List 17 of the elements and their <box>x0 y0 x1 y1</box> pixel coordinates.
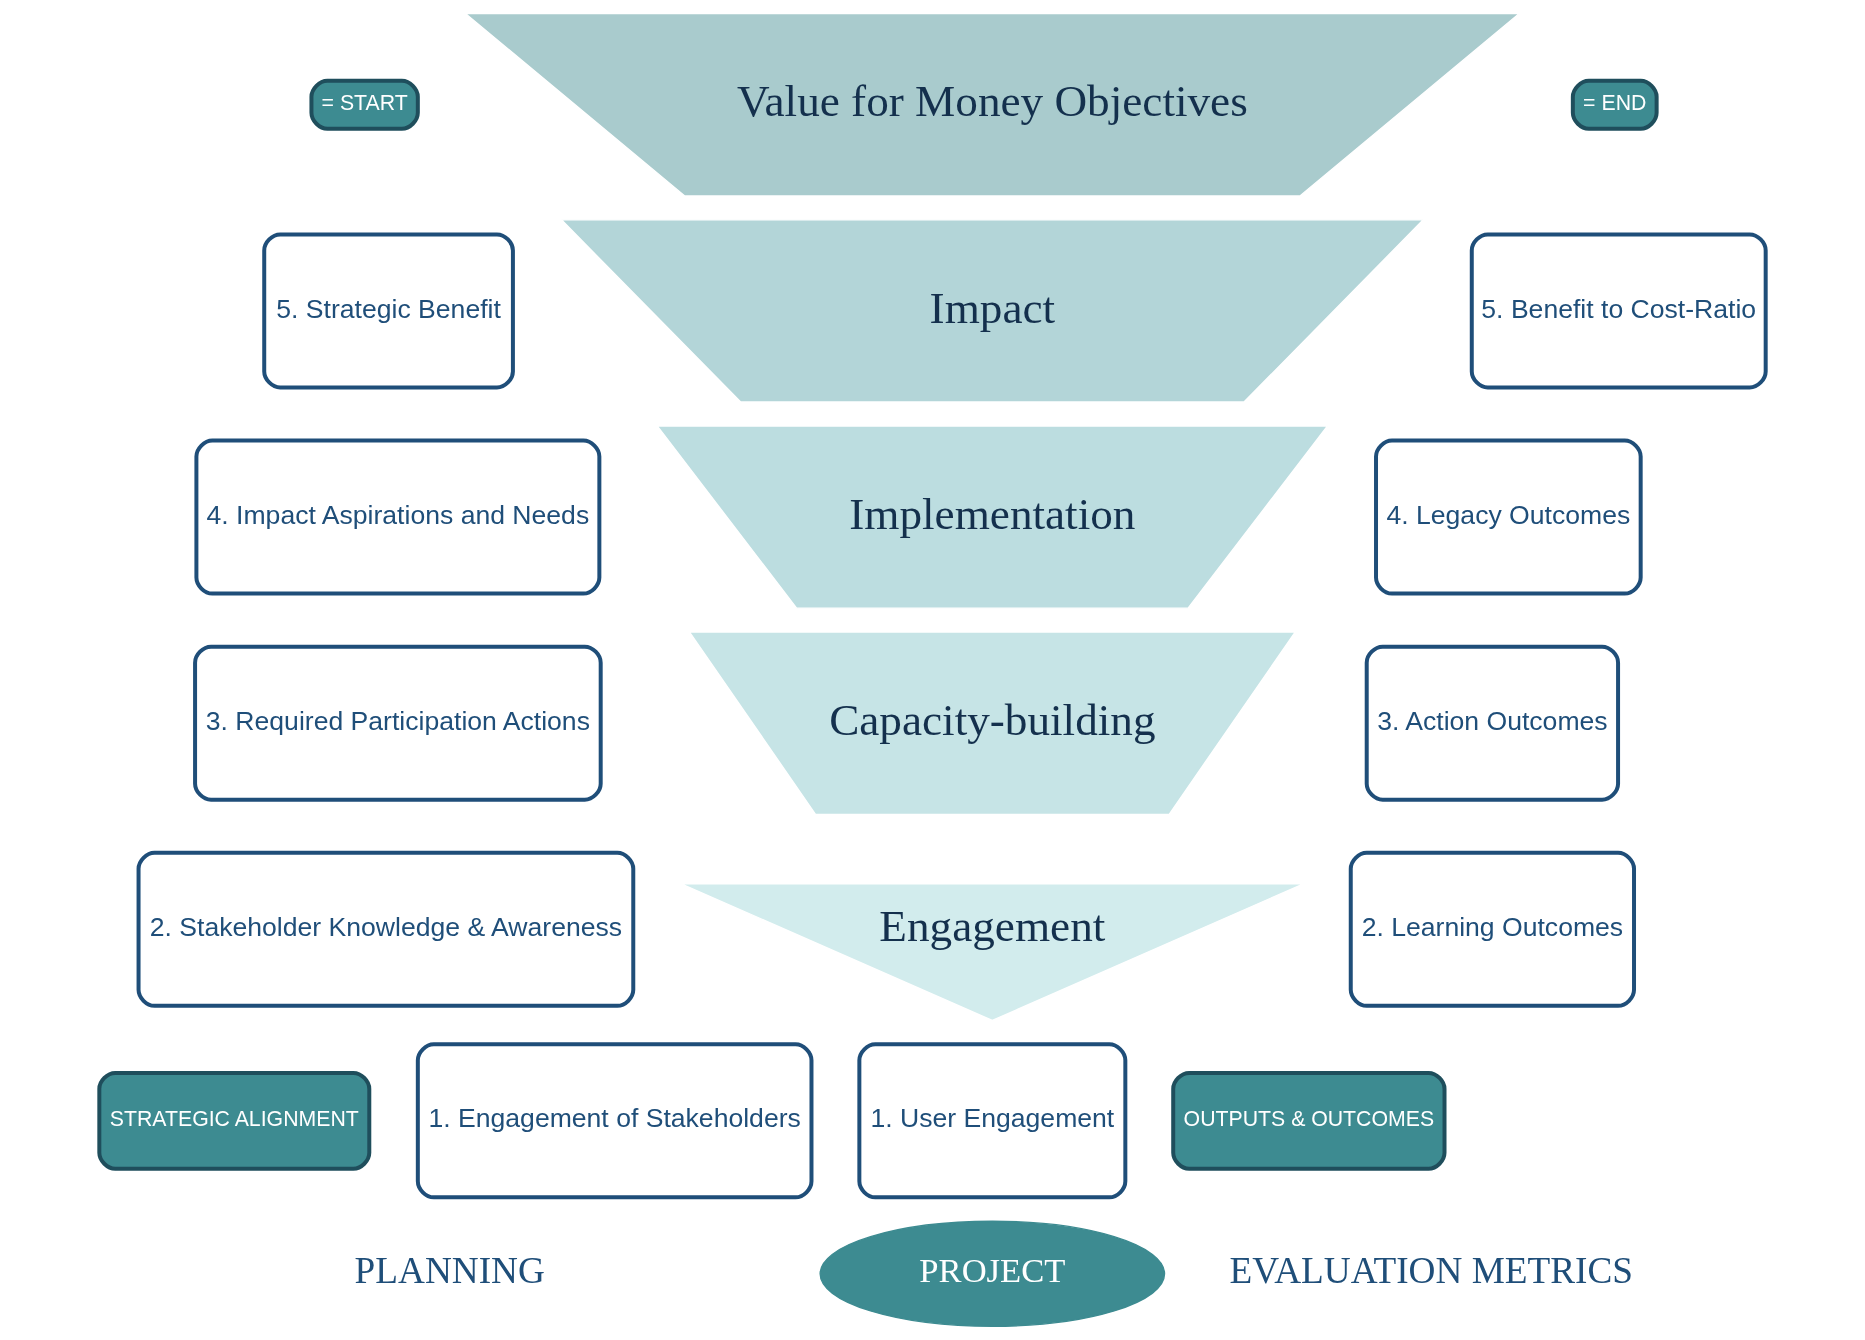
label: PLANNING <box>354 1249 545 1291</box>
node-box: 1. User Engagement <box>857 1042 1128 1200</box>
node-box: 5. Strategic Benefit <box>262 232 515 390</box>
node-box: 3. Required Participation Actions <box>193 644 603 802</box>
label: EVALUATION METRICS <box>1229 1249 1633 1291</box>
node-box: OUTPUTS & OUTCOMES <box>1171 1070 1447 1171</box>
node-box: 2. Learning Outcomes <box>1348 850 1636 1008</box>
node-box: STRATEGIC ALIGNMENT <box>97 1070 372 1171</box>
node-box: 4. Legacy Outcomes <box>1374 438 1643 596</box>
node-box: 5. Benefit to Cost-Ratio <box>1469 232 1768 390</box>
node-box: 3. Action Outcomes <box>1364 644 1621 802</box>
node-box: 1. Engagement of Stakeholders <box>415 1042 814 1200</box>
node-box: 4. Impact Aspirations and Needs <box>194 438 602 596</box>
node-box: = END <box>1570 78 1659 131</box>
node-ellipse: PROJECT <box>819 1220 1166 1327</box>
node-box: 2. Stakeholder Knowledge & Awareness <box>136 850 636 1008</box>
node-box: = START <box>309 78 420 131</box>
